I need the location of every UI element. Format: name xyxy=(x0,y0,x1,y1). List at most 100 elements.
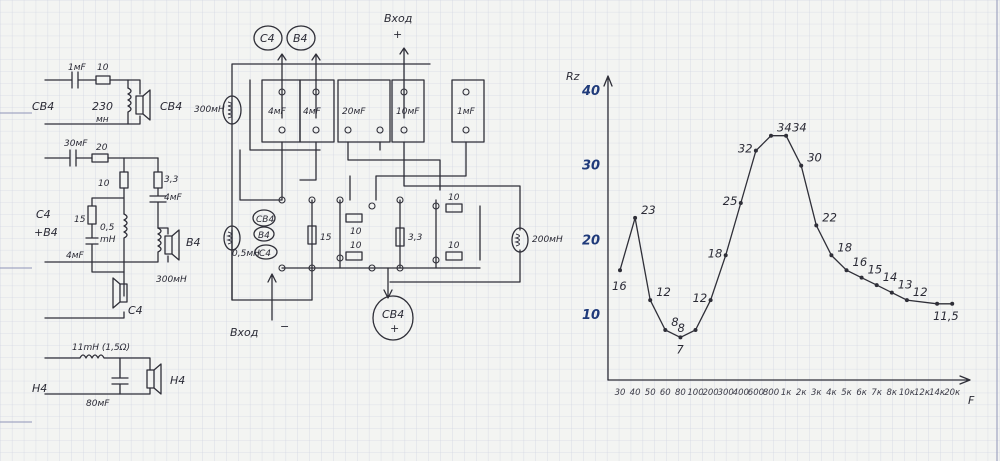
h4-speaker-label: Н4 xyxy=(170,374,185,387)
board-badge-cb4: СВ4 xyxy=(256,215,274,225)
data-label: 16 xyxy=(612,279,627,293)
data-point xyxy=(678,335,683,340)
board-top-b4: В4 xyxy=(293,32,308,45)
b4-side-label: +В4 xyxy=(34,226,58,239)
board-res-10b: 10 xyxy=(350,241,362,251)
x-tick-label: 300 xyxy=(718,388,734,398)
x-tick-label: 12к xyxy=(914,388,931,398)
c4b4-res-10-label: 10 xyxy=(98,179,110,189)
data-label: 18 xyxy=(708,246,723,260)
c4b4-cap-4mf-label: 4мF xyxy=(164,193,183,203)
x-tick-label: 4к xyxy=(826,388,837,398)
data-point xyxy=(633,215,638,220)
x-tick-label: 14к xyxy=(929,388,946,398)
board-coil-05: 0,5мН xyxy=(232,249,260,259)
data-point xyxy=(693,327,698,332)
x-tick-label: 100 xyxy=(687,388,703,398)
x-tick-label: 8к xyxy=(887,388,898,398)
data-point xyxy=(904,298,909,303)
x-tick-label: 10к xyxy=(899,388,916,398)
h4-schematic: Н4 11mH (1,5Ω) 80мF Н4 xyxy=(32,343,185,409)
data-point xyxy=(618,268,622,273)
board-res-33: 3,3 xyxy=(408,233,423,243)
board-cap-1: 4мF xyxy=(268,107,287,117)
board-top-input: Вход xyxy=(384,12,412,25)
data-label: 15 xyxy=(868,263,883,277)
data-point xyxy=(799,163,804,168)
data-label: 8 xyxy=(678,321,685,335)
y-tick-label: 20 xyxy=(582,233,600,248)
data-label: 22 xyxy=(822,210,837,224)
c4b4-res-in-label: 20 xyxy=(96,143,108,153)
x-tick-label: 200 xyxy=(702,388,718,398)
c4b4-coil-05-label-1: 0,5 xyxy=(100,223,115,233)
board-cap-5: 1мF xyxy=(457,107,476,117)
data-label: 25 xyxy=(723,194,738,208)
board-top-plus: + xyxy=(393,28,402,41)
y-tick-label: 10 xyxy=(582,308,600,323)
board-badge-c4: С4 xyxy=(259,249,271,259)
c4b4-speaker-b4-label: В4 xyxy=(186,236,201,249)
x-tick-label: 7к xyxy=(871,388,882,398)
data-label: 11,5 xyxy=(933,309,959,323)
c4b4-cap-in-label: 30мF xyxy=(64,139,88,149)
board-res-15: 15 xyxy=(320,233,332,243)
h4-side-label: Н4 xyxy=(32,382,47,395)
cb4-coil-label-1: 230 xyxy=(92,100,113,113)
data-label: 13 xyxy=(898,278,913,292)
data-point xyxy=(950,301,955,306)
x-axis xyxy=(607,375,971,385)
data-label: 32 xyxy=(738,142,753,156)
data-point xyxy=(753,148,758,153)
c4b4-res-15-label: 15 xyxy=(74,215,86,225)
board-cb4-bottom: СВ4 xyxy=(382,308,404,321)
h4-coil-label: 11mH (1,5Ω) xyxy=(72,343,130,353)
board-top-c4: С4 xyxy=(260,32,275,45)
data-points xyxy=(618,133,955,340)
impedance-curve xyxy=(619,135,953,339)
x-tick-label: 800 xyxy=(763,388,779,398)
data-point xyxy=(829,253,834,258)
x-tick-label: 20к xyxy=(944,388,961,398)
c4b4-cap-4mf-2-label: 4мF xyxy=(66,251,85,261)
y-tick-label: 40 xyxy=(581,84,600,99)
data-point xyxy=(723,253,728,258)
board-res-10d: 10 xyxy=(448,241,460,251)
data-point xyxy=(663,327,668,332)
board-input-minus: − xyxy=(280,320,289,333)
data-label: 23 xyxy=(641,203,656,217)
x-tick-label: 600 xyxy=(748,388,764,398)
board-cb4-bottom-plus: + xyxy=(390,322,399,335)
c4-side-label: С4 xyxy=(36,208,51,221)
x-tick-label: 80 xyxy=(675,388,686,398)
board-coil-200: 200мН xyxy=(532,235,563,245)
data-point xyxy=(935,301,940,306)
board-res-10a: 10 xyxy=(350,227,362,237)
data-label: 7 xyxy=(676,342,684,356)
data-point xyxy=(874,283,879,288)
board-coil-300: 300мН xyxy=(194,105,225,115)
cb4-res-label: 10 xyxy=(97,63,109,73)
data-label: 18 xyxy=(837,240,852,254)
y-axis-title: Rz xyxy=(566,70,580,83)
board-badge-b4: В4 xyxy=(258,231,270,241)
y-axis xyxy=(603,75,613,381)
x-tick-label: 3к xyxy=(811,388,822,398)
x-tick-label: 6к xyxy=(856,388,867,398)
data-point xyxy=(769,133,773,138)
cb4-side-label: СВ4 xyxy=(32,100,54,113)
data-point xyxy=(738,200,743,205)
data-label: 12 xyxy=(913,285,928,299)
x-tick-label: 1к xyxy=(781,388,792,398)
data-point xyxy=(889,290,894,295)
x-axis-title: F xyxy=(968,394,975,407)
c4-b4-schematic: С4 +В4 30мF 20 10 3,3 4мF 15 0,5 mH 4мF … xyxy=(34,139,201,319)
data-label: 12 xyxy=(656,285,671,299)
data-point xyxy=(814,223,819,228)
data-label: 34 xyxy=(777,121,792,135)
